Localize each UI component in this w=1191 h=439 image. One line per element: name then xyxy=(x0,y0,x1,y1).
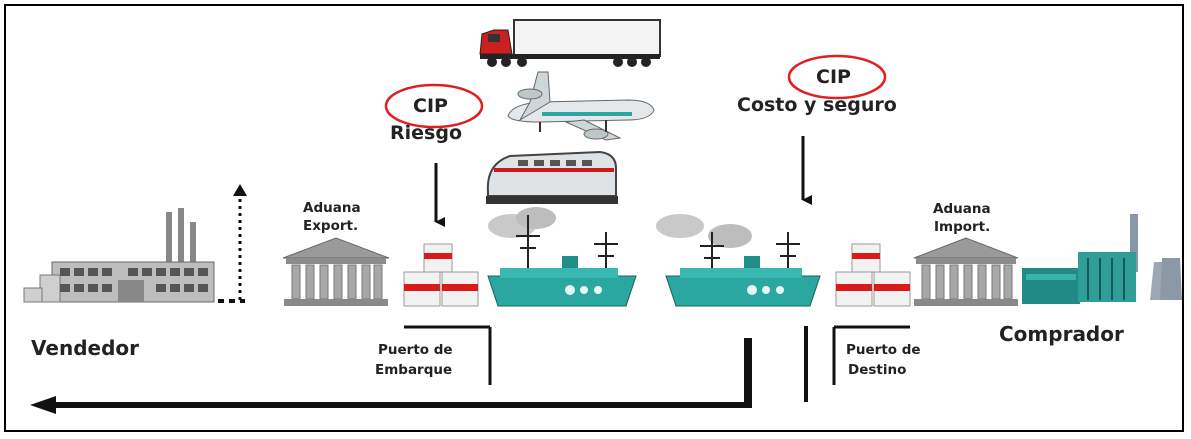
puerto-destino-label-1: Puerto de xyxy=(846,342,921,358)
ship-icon xyxy=(656,214,821,307)
customs-building-icon xyxy=(913,237,1019,306)
aduana-export-label-2: Export. xyxy=(303,218,359,234)
cargo-boxes-icon xyxy=(835,243,911,307)
truck-icon xyxy=(479,19,661,67)
cip-label-right: CIP xyxy=(816,66,851,88)
puerto-destino-bracket xyxy=(832,325,910,385)
power-plant-icon xyxy=(1022,214,1182,304)
aduana-import-label-1: Aduana xyxy=(933,201,991,217)
comprador-label: Comprador xyxy=(999,322,1124,346)
aduana-import-label-2: Import. xyxy=(934,219,991,235)
vendedor-label: Vendedor xyxy=(31,336,139,360)
train-icon xyxy=(486,150,618,204)
return-arrow xyxy=(30,338,752,414)
puerto-embarque-label-2: Embarque xyxy=(375,362,453,378)
diagram-frame xyxy=(4,4,1184,432)
costo-seguro-label: Costo y seguro xyxy=(737,94,897,116)
aduana-export-label-1: Aduana xyxy=(303,200,361,216)
customs-building-icon xyxy=(282,237,390,306)
cip-right-highlight xyxy=(787,54,887,100)
dotted-arrow xyxy=(218,184,247,303)
factory-icon xyxy=(23,208,215,303)
cip-left-highlight xyxy=(384,83,484,129)
riesgo-label: Riesgo xyxy=(390,122,462,144)
cargo-boxes-icon xyxy=(403,243,479,307)
puerto-destino-label-2: Destino xyxy=(848,362,907,378)
cip-label-left: CIP xyxy=(413,95,448,117)
ship-icon xyxy=(487,207,637,307)
puerto-embarque-label-1: Puerto de xyxy=(378,342,453,358)
airplane-icon xyxy=(507,71,655,141)
puerto-embarque-bracket xyxy=(404,325,492,385)
